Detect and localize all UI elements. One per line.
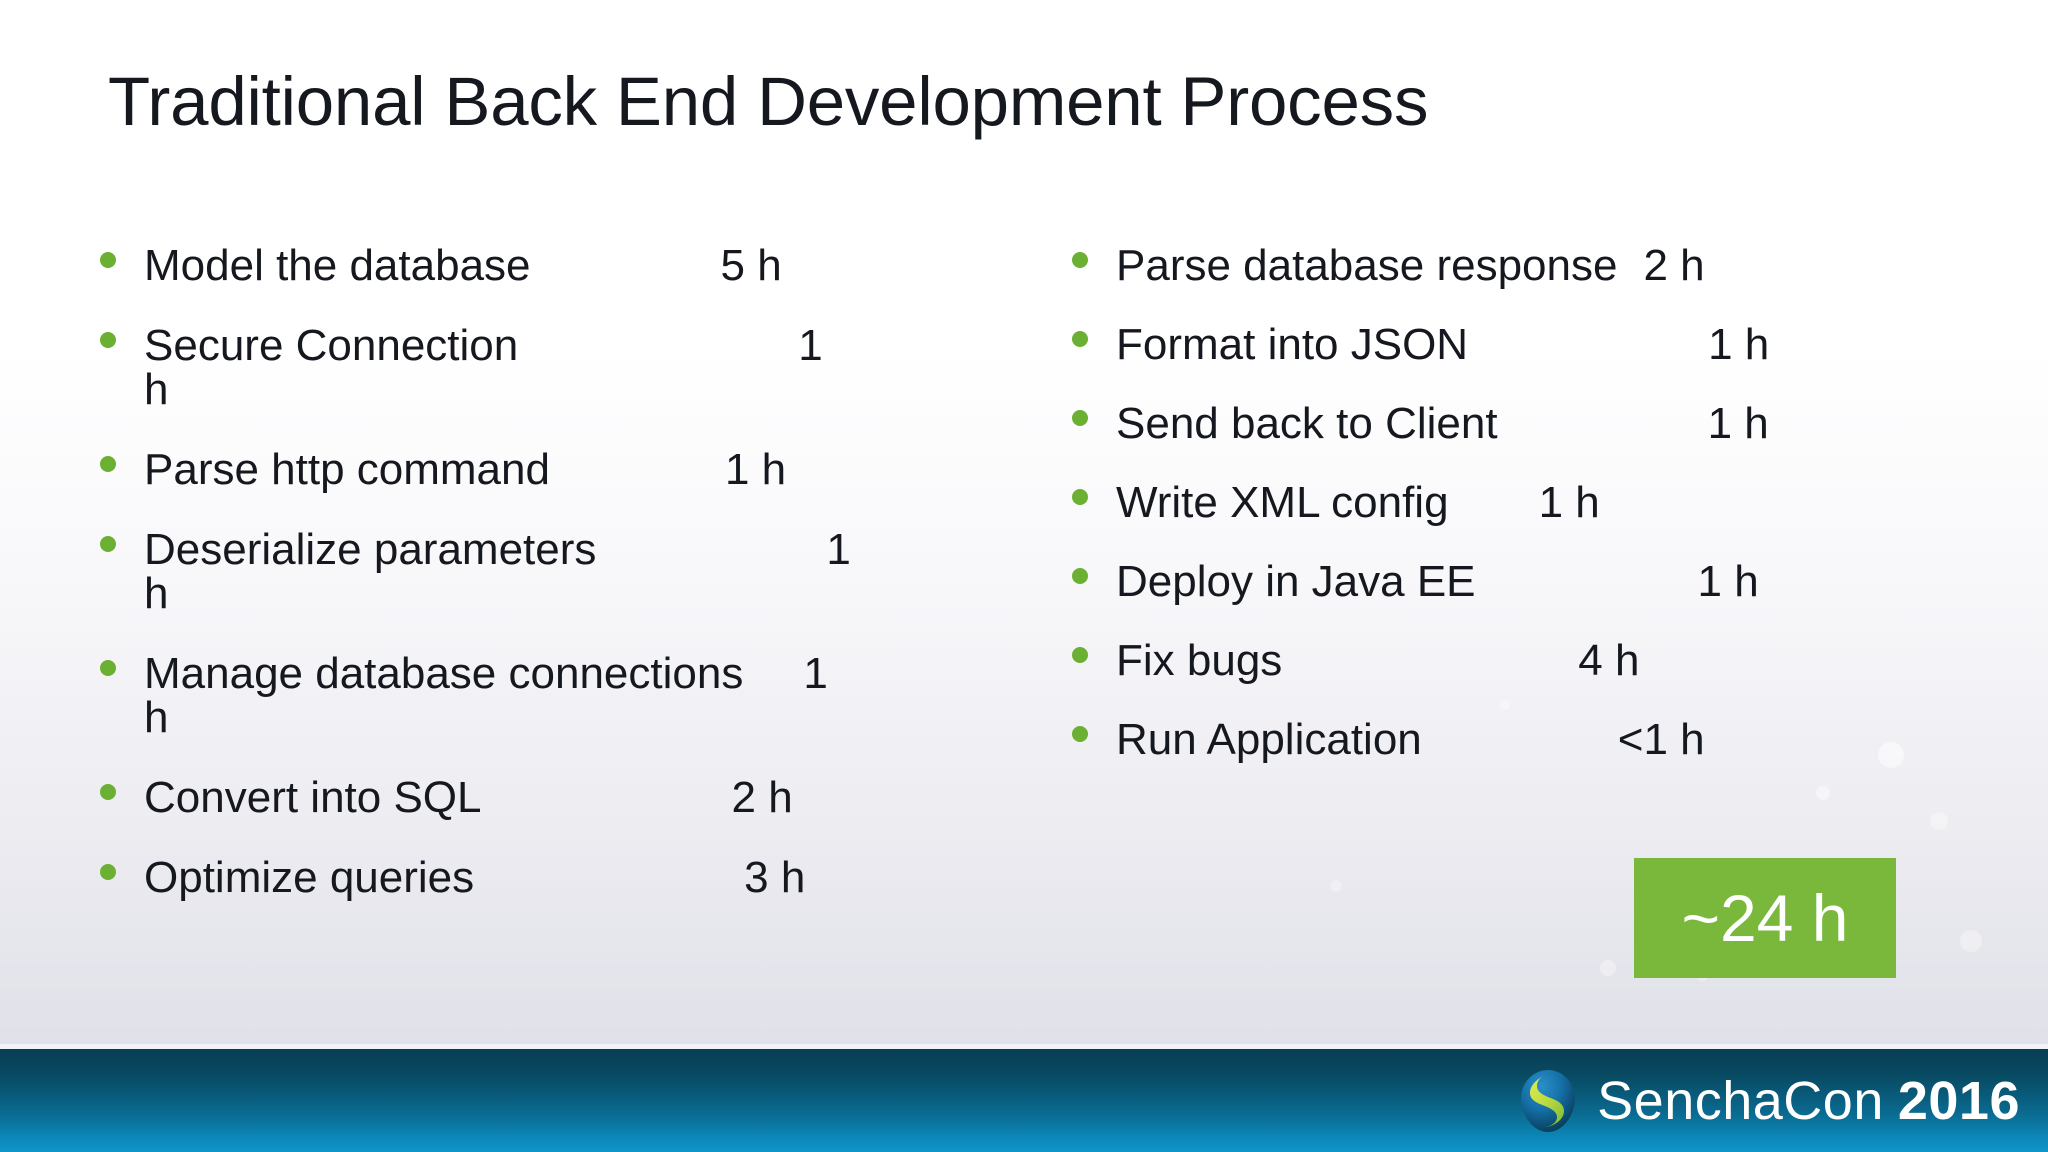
- list-item-value: 1: [803, 649, 828, 698]
- total-hours-badge: ~24 h: [1634, 858, 1896, 978]
- list-item: Deploy in Java EE 1 h: [1064, 560, 1924, 604]
- bullet-dot-icon: [1072, 489, 1088, 506]
- sencha-droplet-leaf-icon: [1521, 1069, 1576, 1132]
- bullet-dot-icon: [100, 660, 116, 677]
- footer-divider: [0, 1044, 2048, 1049]
- bokeh-speck: [1960, 930, 1982, 952]
- list-item: Fix bugs 4 h: [1064, 639, 1924, 683]
- list-item-value: 1: [798, 321, 823, 370]
- bullet-dot-icon: [1072, 252, 1088, 269]
- list-item-label: Write XML config: [1116, 478, 1449, 527]
- bullet-dot-icon: [1072, 568, 1088, 585]
- list-item-value: 2 h: [731, 773, 793, 822]
- left-bullet-column: Model the database 5 h Secure Connection 1…: [92, 244, 972, 936]
- list-item-label: Parse http command: [144, 445, 550, 494]
- list-item-value: 1 h: [1697, 557, 1759, 606]
- list-item: Secure Connection 1 h: [92, 324, 972, 412]
- list-item-value-wrap: h: [144, 693, 169, 742]
- list-item-label: Convert into SQL: [144, 773, 482, 822]
- brand-year: 2016: [1897, 1070, 2020, 1131]
- list-item-label: Optimize queries: [144, 853, 475, 902]
- list-item-label: Format into JSON: [1116, 320, 1469, 369]
- list-item: Convert into SQL 2 h: [92, 776, 972, 820]
- bullet-dot-icon: [1072, 647, 1088, 664]
- list-item-label: Deserialize parameters: [144, 525, 597, 574]
- list-item-label: Run Application: [1116, 715, 1422, 764]
- bokeh-speck: [1600, 960, 1616, 976]
- bokeh-speck: [1930, 812, 1948, 830]
- bullet-dot-icon: [1072, 726, 1088, 743]
- bullet-dot-icon: [1072, 331, 1088, 348]
- brand-name: SenchaCon: [1597, 1070, 1884, 1131]
- list-item: Model the database 5 h: [92, 244, 972, 288]
- list-item-value: 1 h: [1707, 399, 1769, 448]
- list-item: Send back to Client 1 h: [1064, 402, 1924, 446]
- list-item-value: 3 h: [744, 853, 806, 902]
- bullet-dot-icon: [100, 252, 116, 269]
- list-item-label: Model the database: [144, 241, 531, 290]
- right-bullet-column: Parse database response 2 h Format into J…: [1064, 244, 1924, 797]
- list-item-value: <1 h: [1617, 715, 1705, 764]
- list-item-label: Deploy in Java EE: [1116, 557, 1476, 606]
- list-item: Manage database connections 1 h: [92, 652, 972, 740]
- bokeh-speck: [1330, 880, 1342, 892]
- list-item-label: Send back to Client: [1116, 399, 1498, 448]
- list-item: Run Application <1 h: [1064, 718, 1924, 762]
- bullet-dot-icon: [100, 456, 116, 473]
- list-item: Write XML config 1 h: [1064, 481, 1924, 525]
- total-hours-label: ~24 h: [1681, 881, 1849, 955]
- bullet-dot-icon: [100, 536, 116, 553]
- list-item-value: 1: [826, 525, 851, 574]
- list-item: Optimize queries 3 h: [92, 856, 972, 900]
- bullet-dot-icon: [100, 784, 116, 801]
- list-item: Deserialize parameters 1 h: [92, 528, 972, 616]
- list-item: Format into JSON 1 h: [1064, 323, 1924, 367]
- bullet-dot-icon: [1072, 410, 1088, 427]
- list-item-value: 2 h: [1643, 241, 1705, 290]
- list-item: Parse http command 1 h: [92, 448, 972, 492]
- list-item-label: Secure Connection: [144, 321, 519, 370]
- list-item-value: 1 h: [724, 445, 787, 494]
- list-item-value: 5 h: [720, 241, 782, 290]
- list-item-value-wrap: h: [144, 365, 169, 414]
- list-item: Parse database response 2 h: [1064, 244, 1924, 288]
- bullet-dot-icon: [100, 332, 116, 349]
- list-item-value-wrap: h: [144, 569, 169, 618]
- page-title: Traditional Back End Development Process: [108, 63, 1429, 140]
- list-item-label: Parse database response: [1116, 241, 1618, 290]
- list-item-label: Fix bugs: [1116, 636, 1283, 685]
- list-item-label: Manage database connections: [144, 649, 744, 698]
- list-item-value: 4 h: [1578, 636, 1640, 685]
- list-item-value: 1 h: [1708, 320, 1770, 369]
- bullet-dot-icon: [100, 864, 116, 881]
- list-item-value: 1 h: [1538, 478, 1600, 527]
